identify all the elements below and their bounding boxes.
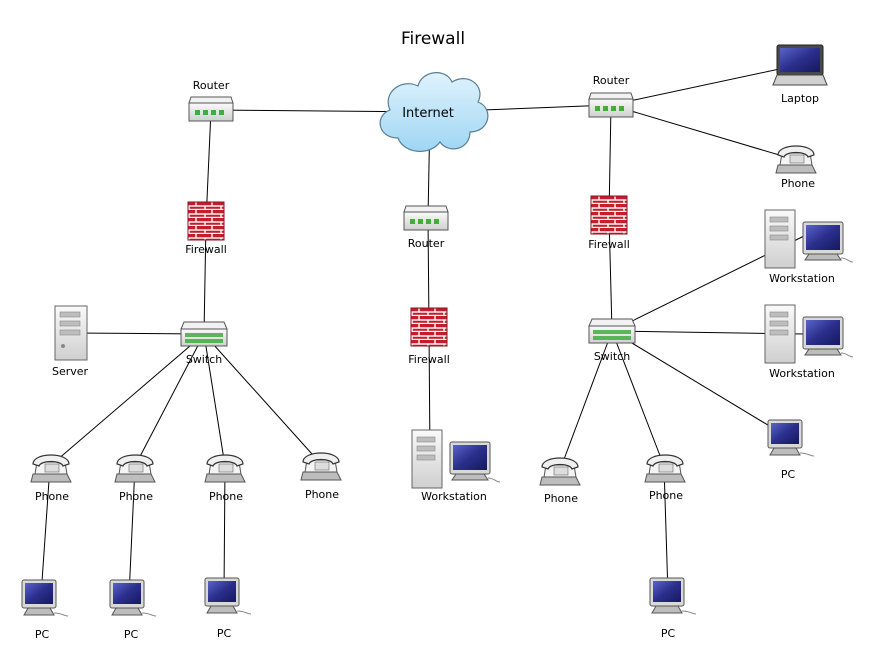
node-label: Phone: [119, 490, 153, 503]
node-label: PC: [661, 627, 676, 640]
node-switch-left: Switch: [180, 321, 228, 366]
node-label: Phone: [209, 490, 243, 503]
node-label: Router: [593, 74, 630, 87]
node-label: PC: [124, 628, 139, 641]
node-label: Phone: [305, 488, 339, 501]
node-router-right: Router: [588, 74, 634, 118]
node-label: Firewall: [408, 353, 449, 366]
node-internet: Internet: [379, 72, 489, 152]
node-pc-l1: PC: [21, 579, 69, 641]
node-workstation-r2: Workstation: [764, 304, 854, 380]
firewall-icon: [187, 201, 225, 241]
node-label: Internet: [402, 106, 454, 121]
node-phone-l1: Phone: [30, 454, 72, 503]
node-label: Switch: [594, 350, 630, 363]
phone-icon: [204, 454, 246, 483]
node-firewall-right: Firewall: [588, 195, 630, 251]
phone-icon: [775, 145, 817, 174]
pc-icon: [21, 579, 69, 617]
workstation-icon: [411, 429, 501, 489]
workstation-icon: [764, 209, 854, 269]
link-switch_left-phone_l2: [134, 333, 205, 467]
node-pc-l2: PC: [109, 579, 157, 641]
link-switch_left-phone_l3: [203, 333, 226, 467]
node-label: Firewall: [185, 243, 226, 256]
pc-icon: [204, 577, 252, 615]
phone-icon: [114, 454, 156, 483]
node-label: Laptop: [781, 92, 819, 105]
firewall-icon: [590, 195, 628, 235]
node-workstation-r1: Workstation: [764, 209, 854, 285]
link-router_right-phone_r_top: [610, 104, 797, 161]
firewall-icon: [410, 307, 448, 347]
node-phone-r2: Phone: [644, 454, 686, 502]
laptop-icon: [772, 44, 828, 86]
node-phone-l2: Phone: [114, 454, 156, 503]
node-laptop: Laptop: [772, 44, 828, 105]
node-phone-l3: Phone: [204, 454, 246, 503]
node-label: Router: [193, 79, 230, 92]
link-firewall_right-switch_right: [608, 215, 613, 332]
link-phone_l2-pc_l2: [128, 465, 136, 597]
link-switch_left-phone_l4: [203, 333, 322, 465]
router-icon: [403, 205, 449, 231]
phone-icon: [539, 457, 581, 486]
node-firewall-left: Firewall: [185, 201, 227, 256]
switch-icon: [180, 321, 228, 347]
node-label: Workstation: [769, 367, 835, 380]
node-label: PC: [781, 468, 796, 481]
workstation-icon: [764, 304, 854, 364]
node-label: Phone: [649, 489, 683, 502]
node-firewall-mid: Firewall: [408, 307, 450, 366]
node-switch-right: Switch: [588, 318, 636, 363]
node-pc-r-side: PC: [767, 419, 815, 481]
phone-icon: [644, 454, 686, 483]
pc-icon: [767, 419, 815, 457]
node-router-mid: Router: [403, 205, 449, 250]
node-label: Firewall: [588, 238, 629, 251]
node-server: Server: [52, 305, 89, 378]
node-phone-l4: Phone: [300, 452, 342, 501]
node-label: Phone: [35, 490, 69, 503]
node-label: Workstation: [769, 272, 835, 285]
link-phone_l1-pc_l1: [40, 465, 51, 597]
node-phone-r1: Phone: [539, 457, 581, 505]
node-label: Phone: [781, 177, 815, 190]
link-switch_right-pc_r_side: [611, 330, 787, 437]
node-label: Switch: [186, 353, 222, 366]
switch-icon: [588, 318, 636, 344]
node-label: Server: [52, 365, 89, 378]
node-pc-l3: PC: [204, 577, 252, 640]
link-switch_left-phone_l1: [49, 333, 205, 467]
pc-icon: [649, 577, 697, 615]
node-label: PC: [217, 627, 232, 640]
link-switch_right-phone_r1: [559, 330, 613, 471]
node-label: Phone: [544, 492, 578, 505]
phone-icon: [300, 452, 342, 481]
pc-icon: [109, 579, 157, 617]
node-phone-r-top: Phone: [775, 145, 817, 190]
node-label: PC: [35, 628, 50, 641]
node-label: Workstation: [421, 490, 487, 503]
diagram-title: Firewall: [401, 29, 465, 49]
link-switch_right-phone_r2: [611, 330, 665, 467]
node-label: Router: [408, 237, 445, 250]
server-icon: [54, 305, 88, 361]
cloud-icon: [379, 72, 489, 152]
link-router_right-laptop: [610, 64, 799, 106]
router-icon: [588, 92, 634, 118]
link-phone_l3-pc_l3: [223, 465, 226, 595]
node-pc-r-bottom: PC: [649, 577, 697, 640]
link-phone_r2-pc_r_bottom: [663, 465, 669, 595]
link-firewall_left-switch_left: [203, 221, 207, 335]
node-router-left: Router: [188, 79, 234, 122]
node-workstation-mid: Workstation: [411, 429, 501, 503]
router-icon: [188, 96, 234, 122]
phone-icon: [30, 454, 72, 483]
